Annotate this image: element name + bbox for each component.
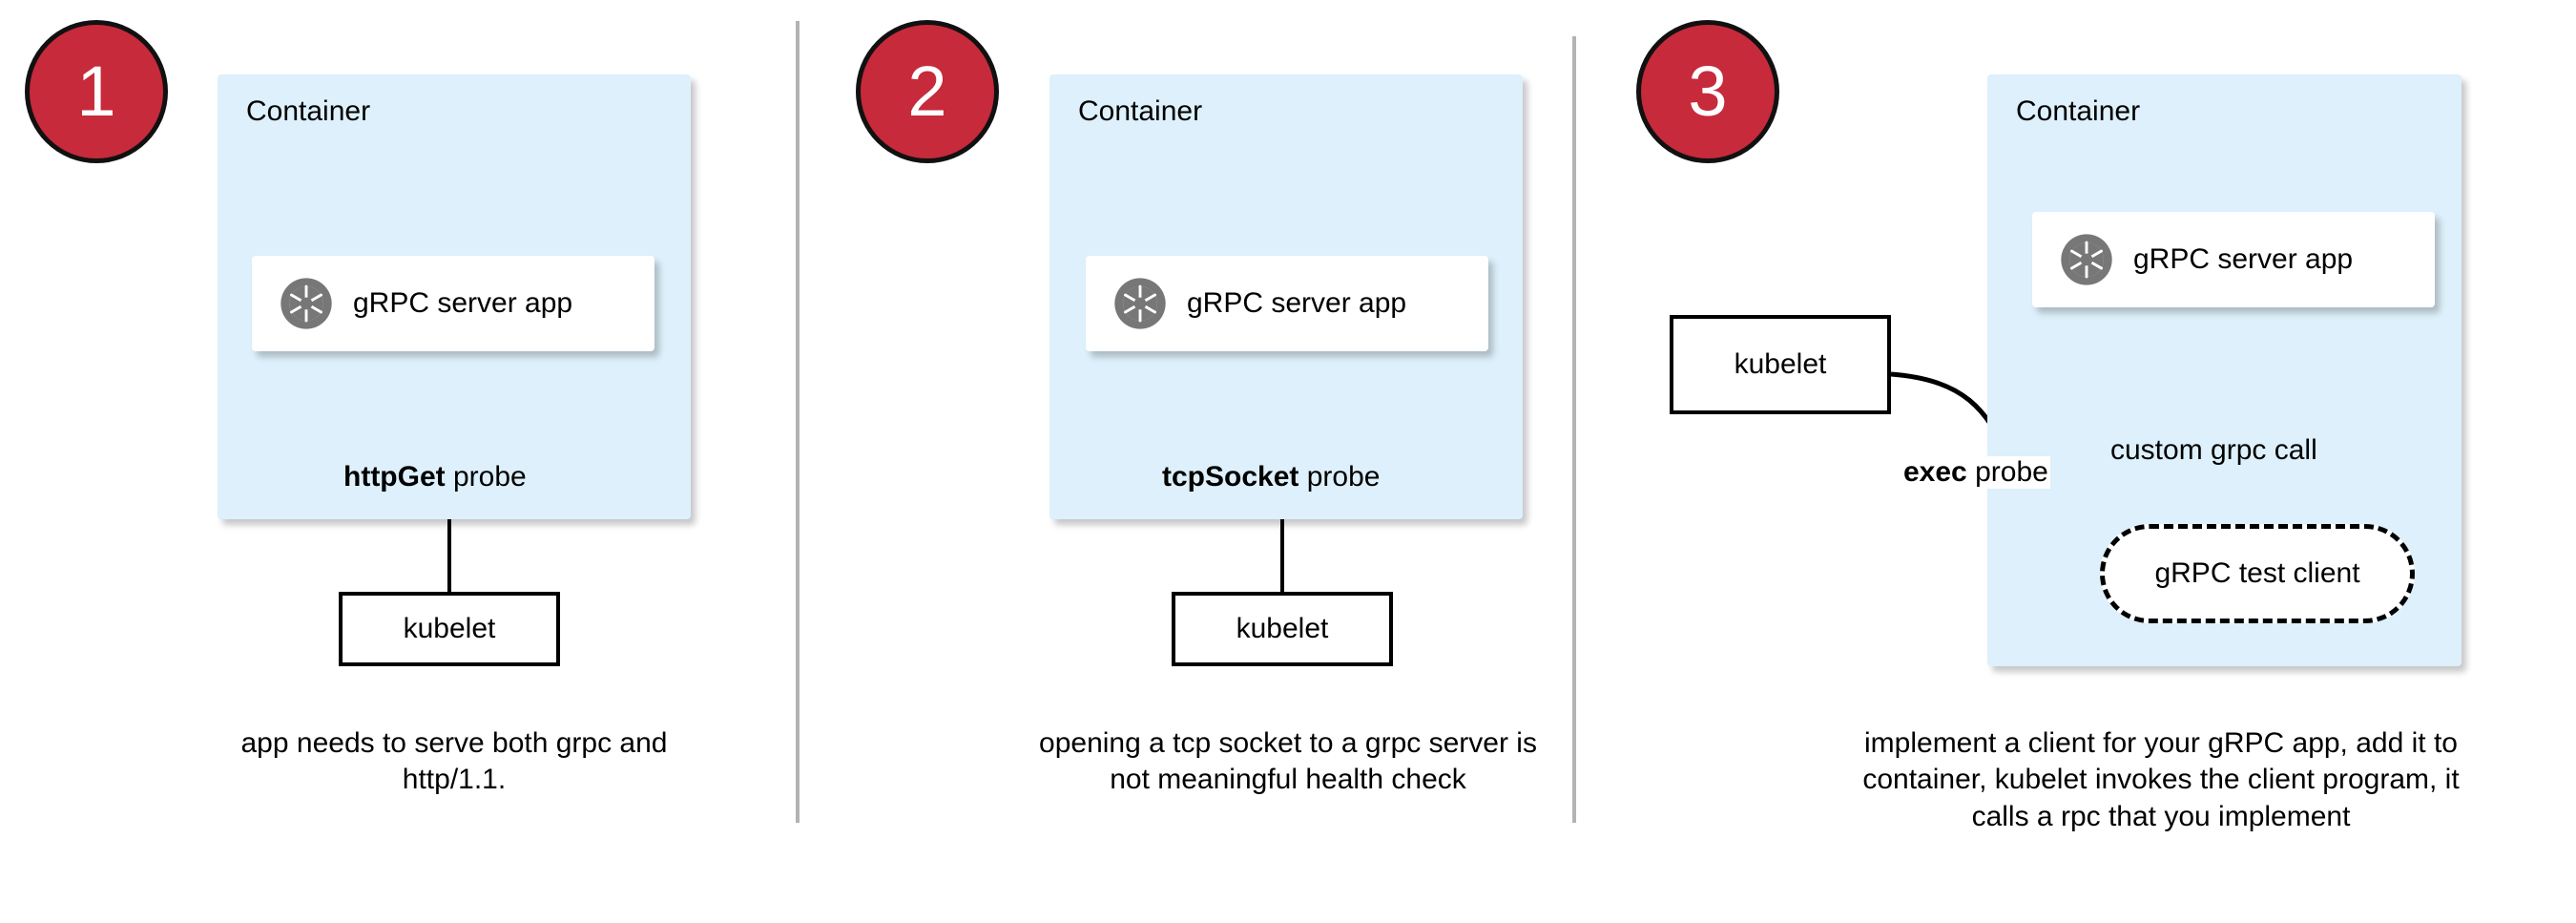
kubelet-box-1: kubelet [339, 592, 560, 666]
kubelet-box-2: kubelet [1172, 592, 1393, 666]
grpc-server-app-card-2: gRPC server app [1086, 256, 1488, 351]
custom-grpc-call-label: custom grpc call [2110, 434, 2317, 466]
container-label-1: Container [246, 95, 371, 127]
panel-caption-3: implement a client for your gRPC app, ad… [1862, 727, 2460, 832]
grpc-server-app-label-2: gRPC server app [1187, 287, 1407, 319]
grpc-server-app-label-3: gRPC server app [2133, 243, 2354, 275]
probe-label-exec: exec probe [1901, 456, 2050, 489]
kubelet-box-3: kubelet [1670, 315, 1891, 414]
panel-caption-1: app needs to serve both grpc and http/1.… [240, 727, 668, 796]
step-badge-2: 2 [856, 20, 999, 163]
grpc-aperture-icon [2061, 234, 2112, 285]
panel-divider-2 [1572, 36, 1576, 823]
grpc-server-app-label-1: gRPC server app [353, 287, 573, 319]
probe-label-httpget: httpGet probe [343, 461, 527, 493]
probe-type-exec: exec [1903, 456, 1967, 488]
grpc-test-client-node: gRPC test client [2100, 524, 2415, 623]
step-badge-1: 1 [25, 20, 168, 163]
probe-label-tcpsocket: tcpSocket probe [1162, 461, 1380, 493]
panel-caption-2: opening a tcp socket to a grpc server is… [1039, 727, 1537, 796]
container-label-2: Container [1078, 95, 1203, 127]
probe-suffix-2: probe [1298, 461, 1381, 493]
grpc-server-app-card-3: gRPC server app [2032, 212, 2435, 307]
probe-suffix-3: probe [1966, 456, 2048, 488]
probe-type-tcpsocket: tcpSocket [1162, 461, 1299, 493]
step-badge-3: 3 [1636, 20, 1779, 163]
container-label-3: Container [2016, 95, 2141, 127]
grpc-server-app-card-1: gRPC server app [252, 256, 654, 351]
grpc-aperture-icon [280, 278, 332, 329]
panel-divider-1 [796, 21, 800, 823]
probe-type-httpget: httpGet [343, 461, 446, 493]
probe-suffix-1: probe [445, 461, 527, 493]
grpc-aperture-icon [1114, 278, 1166, 329]
